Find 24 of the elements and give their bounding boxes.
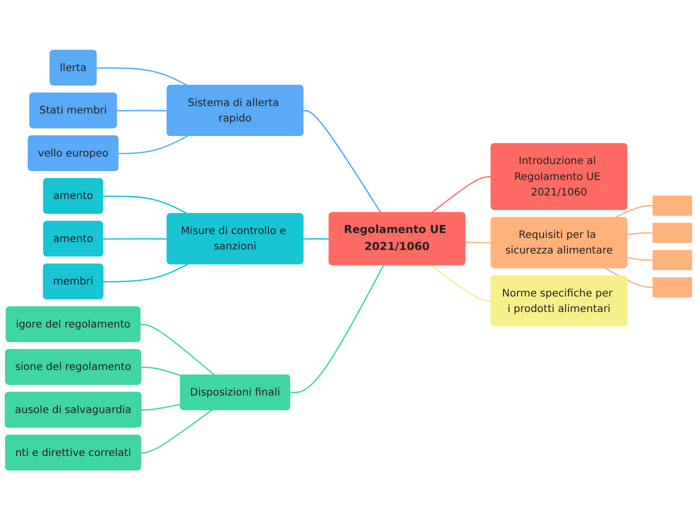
connector [627, 232, 653, 236]
connector [303, 238, 330, 240]
connector [140, 324, 215, 376]
connector [141, 366, 182, 376]
connector [103, 264, 188, 282]
connector [118, 135, 188, 154]
connector [116, 110, 168, 112]
connector [303, 110, 382, 214]
connector [627, 256, 653, 261]
connector [103, 238, 168, 240]
node-box [652, 250, 692, 270]
node-box [652, 196, 692, 216]
connector [614, 204, 653, 218]
connector [431, 176, 492, 214]
connector [141, 404, 181, 411]
connector [431, 264, 492, 302]
connector [103, 195, 188, 214]
connector [141, 409, 212, 454]
connector [290, 264, 384, 394]
connector [604, 268, 653, 288]
node-box [652, 277, 692, 298]
connector [465, 242, 492, 244]
connector [96, 67, 188, 86]
node-box [652, 222, 692, 243]
